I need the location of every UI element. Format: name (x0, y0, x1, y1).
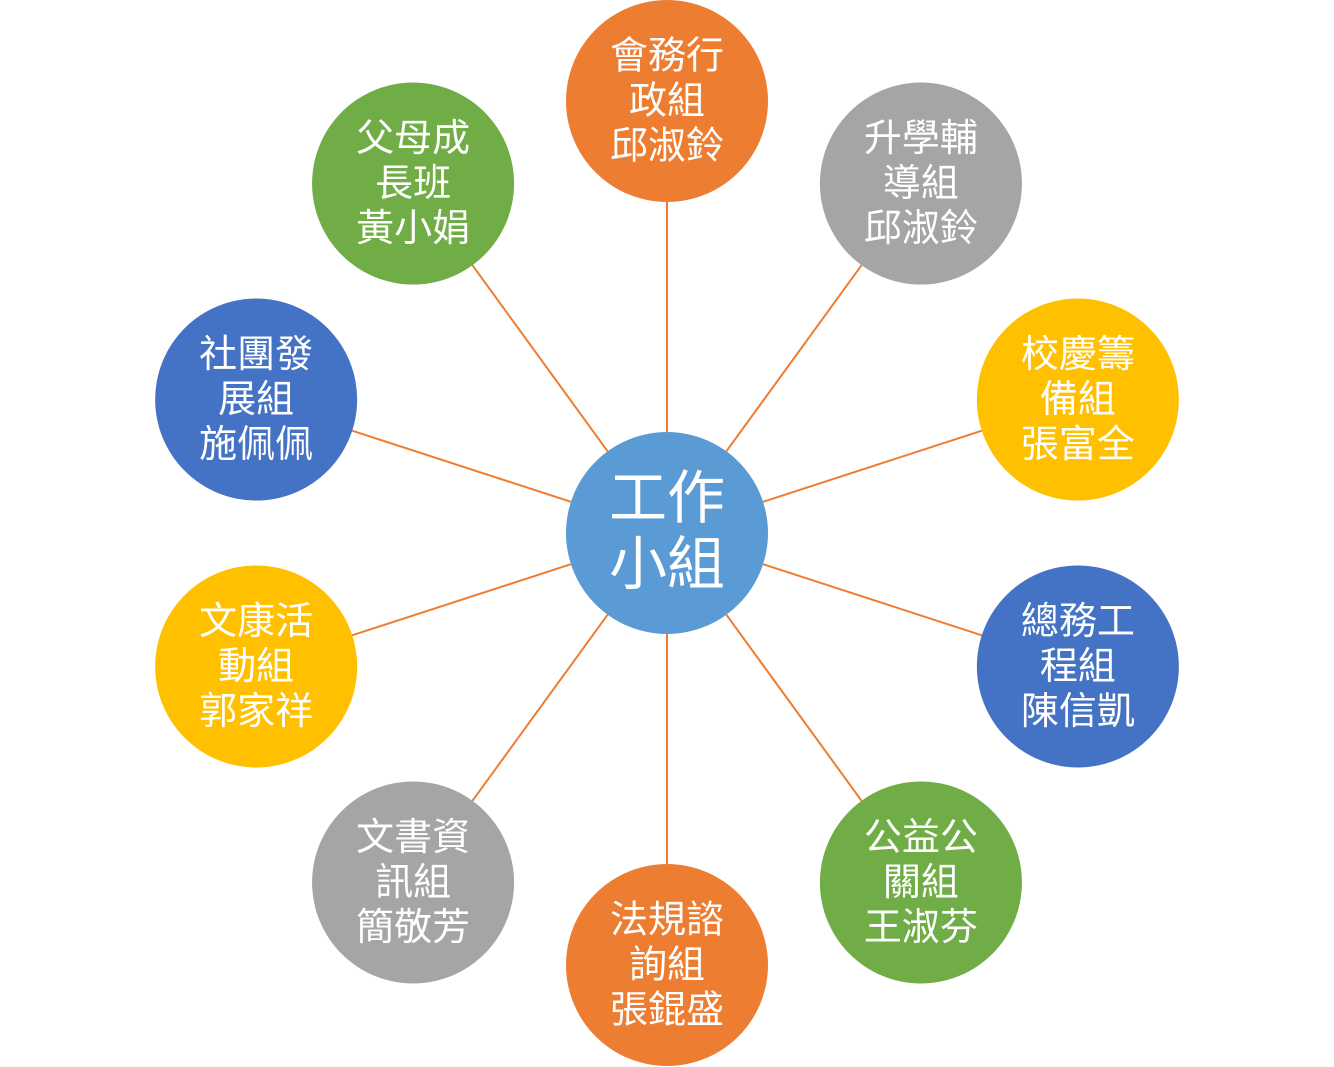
group-node-label: 陳信凱 (1021, 689, 1135, 733)
group-node-label: 會務行 (610, 34, 724, 78)
group-node-circle (312, 82, 515, 285)
connector-line (351, 429, 572, 503)
group-node-circle (819, 82, 1022, 285)
connector-line (762, 563, 983, 637)
group-node-circle (312, 781, 515, 984)
group-node-label: 公益公 (864, 815, 978, 859)
group-node-label: 文書資 (356, 815, 470, 859)
group-node-label: 動組 (218, 644, 294, 688)
group-node-label: 法規諮 (610, 898, 724, 942)
group-node-circle (819, 781, 1022, 984)
group-node-label: 張錕盛 (610, 988, 724, 1032)
center-node-circle (566, 432, 768, 634)
connector-line (725, 264, 863, 452)
group-node-label: 詢組 (629, 943, 705, 987)
group-node-label: 施佩佩 (199, 422, 313, 466)
group-node-label: 總務工 (1021, 599, 1135, 643)
group-node-label: 長班 (375, 161, 451, 205)
group-node-label: 簡敬芳 (356, 905, 470, 949)
center-node-label: 小組 (609, 530, 725, 598)
group-node-label: 備組 (1040, 377, 1116, 421)
outer-nodes: 會務行政組邱淑鈴升學輔導組邱淑鈴校慶籌備組張富全總務工程組陳信凱公益公關組王淑芬… (155, 0, 1179, 1066)
group-node-circle (976, 298, 1179, 501)
group-node-label: 邱淑鈴 (864, 206, 978, 250)
group-node-label: 張富全 (1021, 422, 1135, 466)
group-node-label: 文康活 (199, 599, 313, 643)
group-node-circle (566, 0, 768, 202)
connector-line (762, 429, 983, 503)
group-node-label: 升學輔 (864, 116, 978, 160)
connectors (351, 202, 983, 864)
connector-line (351, 563, 572, 637)
group-node-label: 王淑芬 (864, 905, 978, 949)
group-node-label: 校慶籌 (1021, 332, 1135, 376)
group-node-label: 父母成 (356, 116, 470, 160)
group-node-label: 社團發 (199, 332, 313, 376)
group-node-circle (155, 298, 358, 501)
group-node-label: 導組 (883, 161, 959, 205)
group-node-label: 黃小娟 (356, 206, 470, 250)
group-node-circle (976, 565, 1179, 768)
group-node-label: 政組 (629, 79, 705, 123)
center-node-label: 工作 (609, 464, 725, 532)
connector-line (471, 614, 609, 802)
group-node-circle (566, 864, 768, 1066)
group-node-label: 訊組 (375, 860, 451, 904)
group-node-label: 關組 (883, 860, 959, 904)
group-node-label: 程組 (1040, 644, 1116, 688)
group-node-label: 邱淑鈴 (610, 124, 724, 168)
group-node-label: 郭家祥 (199, 689, 313, 733)
connector-line (725, 614, 863, 802)
group-node-label: 展組 (218, 377, 294, 421)
connector-line (471, 264, 609, 452)
group-node-circle (155, 565, 358, 768)
